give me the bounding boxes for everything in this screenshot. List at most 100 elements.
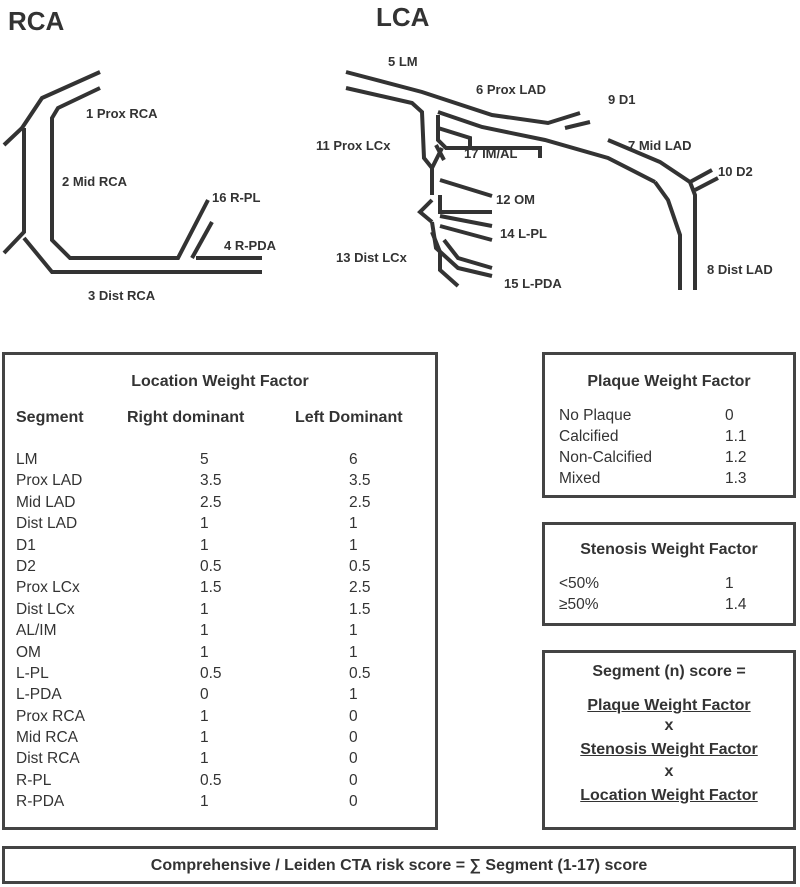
label-mid-rca: 2 Mid RCA — [62, 174, 128, 189]
label-prox-lad: 6 Prox LAD — [476, 82, 546, 97]
segment-name: L-PL — [16, 664, 49, 682]
right-dominant-value: 0.5 — [200, 557, 222, 575]
segment-name: LM — [16, 451, 38, 468]
right-dominant-value: 3.5 — [200, 472, 222, 490]
coronary-segment-diagram: RCA LCA 1 Prox RCA 2 Mid RCA 3 Di — [2, 2, 773, 303]
right-dominant-value: 1 — [200, 536, 209, 554]
stenosis-factor-row: ≥50% 1.4 — [545, 596, 793, 617]
label-l-pl: 14 L-PL — [500, 226, 547, 241]
segment-name: Dist RCA — [16, 750, 80, 768]
plaque-factor-label: No Plaque — [559, 407, 632, 424]
plaque-factor-value: 1.3 — [725, 470, 747, 487]
right-dominant-value: 1 — [200, 750, 209, 768]
right-dominant-value: 1.5 — [200, 579, 222, 597]
location-table-row: Prox LCx 1.5 2.5 — [5, 579, 435, 600]
left-dominant-value: 0 — [349, 707, 358, 725]
segment-name: Prox LCx — [16, 579, 80, 597]
left-dominant-value: 6 — [349, 451, 358, 468]
right-dominant-value: 1 — [200, 643, 209, 661]
left-dominant-value: 2.5 — [349, 579, 371, 597]
plaque-factor-label: Mixed — [559, 470, 601, 487]
total-risk-score-panel: Comprehensive / Leiden CTA risk score = … — [2, 846, 796, 884]
stenosis-factor-label: <50% — [559, 575, 600, 592]
segment-name: Prox LAD — [16, 472, 83, 490]
segment-name: L-PDA — [16, 686, 62, 704]
right-dominant-value: 0 — [200, 686, 209, 704]
formula-plaque-term: Plaque Weight Factor — [587, 697, 751, 714]
segment-name: R-PDA — [16, 793, 65, 811]
label-d1: 9 D1 — [608, 92, 635, 107]
label-d2: 10 D2 — [718, 164, 753, 179]
header-segment: Segment — [16, 409, 84, 426]
left-dominant-value: 1 — [349, 643, 358, 661]
label-im-al: 17 IM/AL — [464, 146, 518, 161]
segment-name: R-PL — [16, 771, 52, 789]
stenosis-weight-factor-list: <50%1≥50% 1.4 — [545, 575, 793, 617]
stenosis-weight-factor-panel: Stenosis Weight Factor <50%1≥50% 1.4 — [542, 522, 796, 626]
left-dominant-value: 3.5 — [349, 472, 371, 490]
formula-location-term: Location Weight Factor — [580, 787, 758, 804]
rca-vessel — [2, 70, 262, 274]
label-dist-rca: 3 Dist RCA — [88, 288, 156, 303]
label-dist-lad: 8 Dist LAD — [707, 262, 773, 277]
segment-name: OM — [16, 643, 41, 661]
left-dominant-value: 2.5 — [349, 493, 371, 511]
formula-times-1: x — [664, 717, 674, 734]
location-table-row: LM 5 6 — [5, 451, 435, 472]
location-table-row: Mid LAD 2.5 2.5 — [5, 494, 435, 515]
formula-stenosis-term: Stenosis Weight Factor — [580, 741, 758, 758]
location-table-header: Segment Right dominant Left Dominant — [5, 409, 435, 431]
plaque-factor-label: Non-Calcified — [559, 449, 653, 466]
left-dominant-value: 1 — [349, 515, 358, 533]
plaque-weight-factor-title: Plaque Weight Factor — [587, 373, 751, 390]
stenosis-factor-value: 1.4 — [725, 596, 747, 613]
segment-name: Prox RCA — [16, 707, 85, 725]
segment-name: Mid RCA — [16, 729, 79, 747]
header-left-dominant: Left Dominant — [295, 409, 403, 426]
right-dominant-value: 1 — [200, 600, 209, 618]
label-r-pl: 16 R-PL — [212, 190, 260, 205]
stenosis-factor-label: ≥50% — [559, 596, 599, 613]
left-dominant-value: 0.5 — [349, 664, 371, 682]
rca-title: RCA — [8, 6, 65, 36]
lca-vessel — [345, 70, 719, 290]
right-dominant-value: 2.5 — [200, 493, 222, 511]
label-l-pda: 15 L-PDA — [504, 276, 562, 291]
segment-score-formula-panel: Segment (n) score = Plaque Weight Factor… — [542, 650, 796, 830]
left-dominant-value: 1 — [349, 536, 358, 554]
formula-title: Segment (n) score = — [592, 663, 746, 680]
right-dominant-value: 0.5 — [200, 664, 222, 682]
total-risk-score-formula: Comprehensive / Leiden CTA risk score = … — [150, 857, 648, 874]
label-mid-lad: 7 Mid LAD — [628, 138, 692, 153]
right-dominant-value: 5 — [200, 451, 209, 468]
stenosis-factor-row: <50%1 — [545, 575, 793, 596]
plaque-factor-row: Mixed 1.3 — [545, 470, 793, 491]
location-table-row: L-PL 0.5 0.5 — [5, 665, 435, 686]
lca-title: LCA — [376, 2, 430, 32]
segment-name: D2 — [16, 557, 36, 575]
left-dominant-value: 0 — [349, 793, 358, 811]
formula-times-2: x — [664, 763, 674, 780]
location-table-row: OM 1 1 — [5, 644, 435, 665]
left-dominant-value: 0 — [349, 771, 358, 789]
left-dominant-value: 1.5 — [349, 600, 371, 618]
stenosis-weight-factor-title: Stenosis Weight Factor — [580, 541, 758, 558]
label-prox-lcx: 11 Prox LCx — [316, 138, 391, 153]
plaque-factor-label: Calcified — [559, 428, 619, 445]
label-om: 12 OM — [496, 192, 535, 207]
segment-name: Mid LAD — [16, 493, 76, 511]
left-dominant-value: 1 — [349, 622, 358, 640]
